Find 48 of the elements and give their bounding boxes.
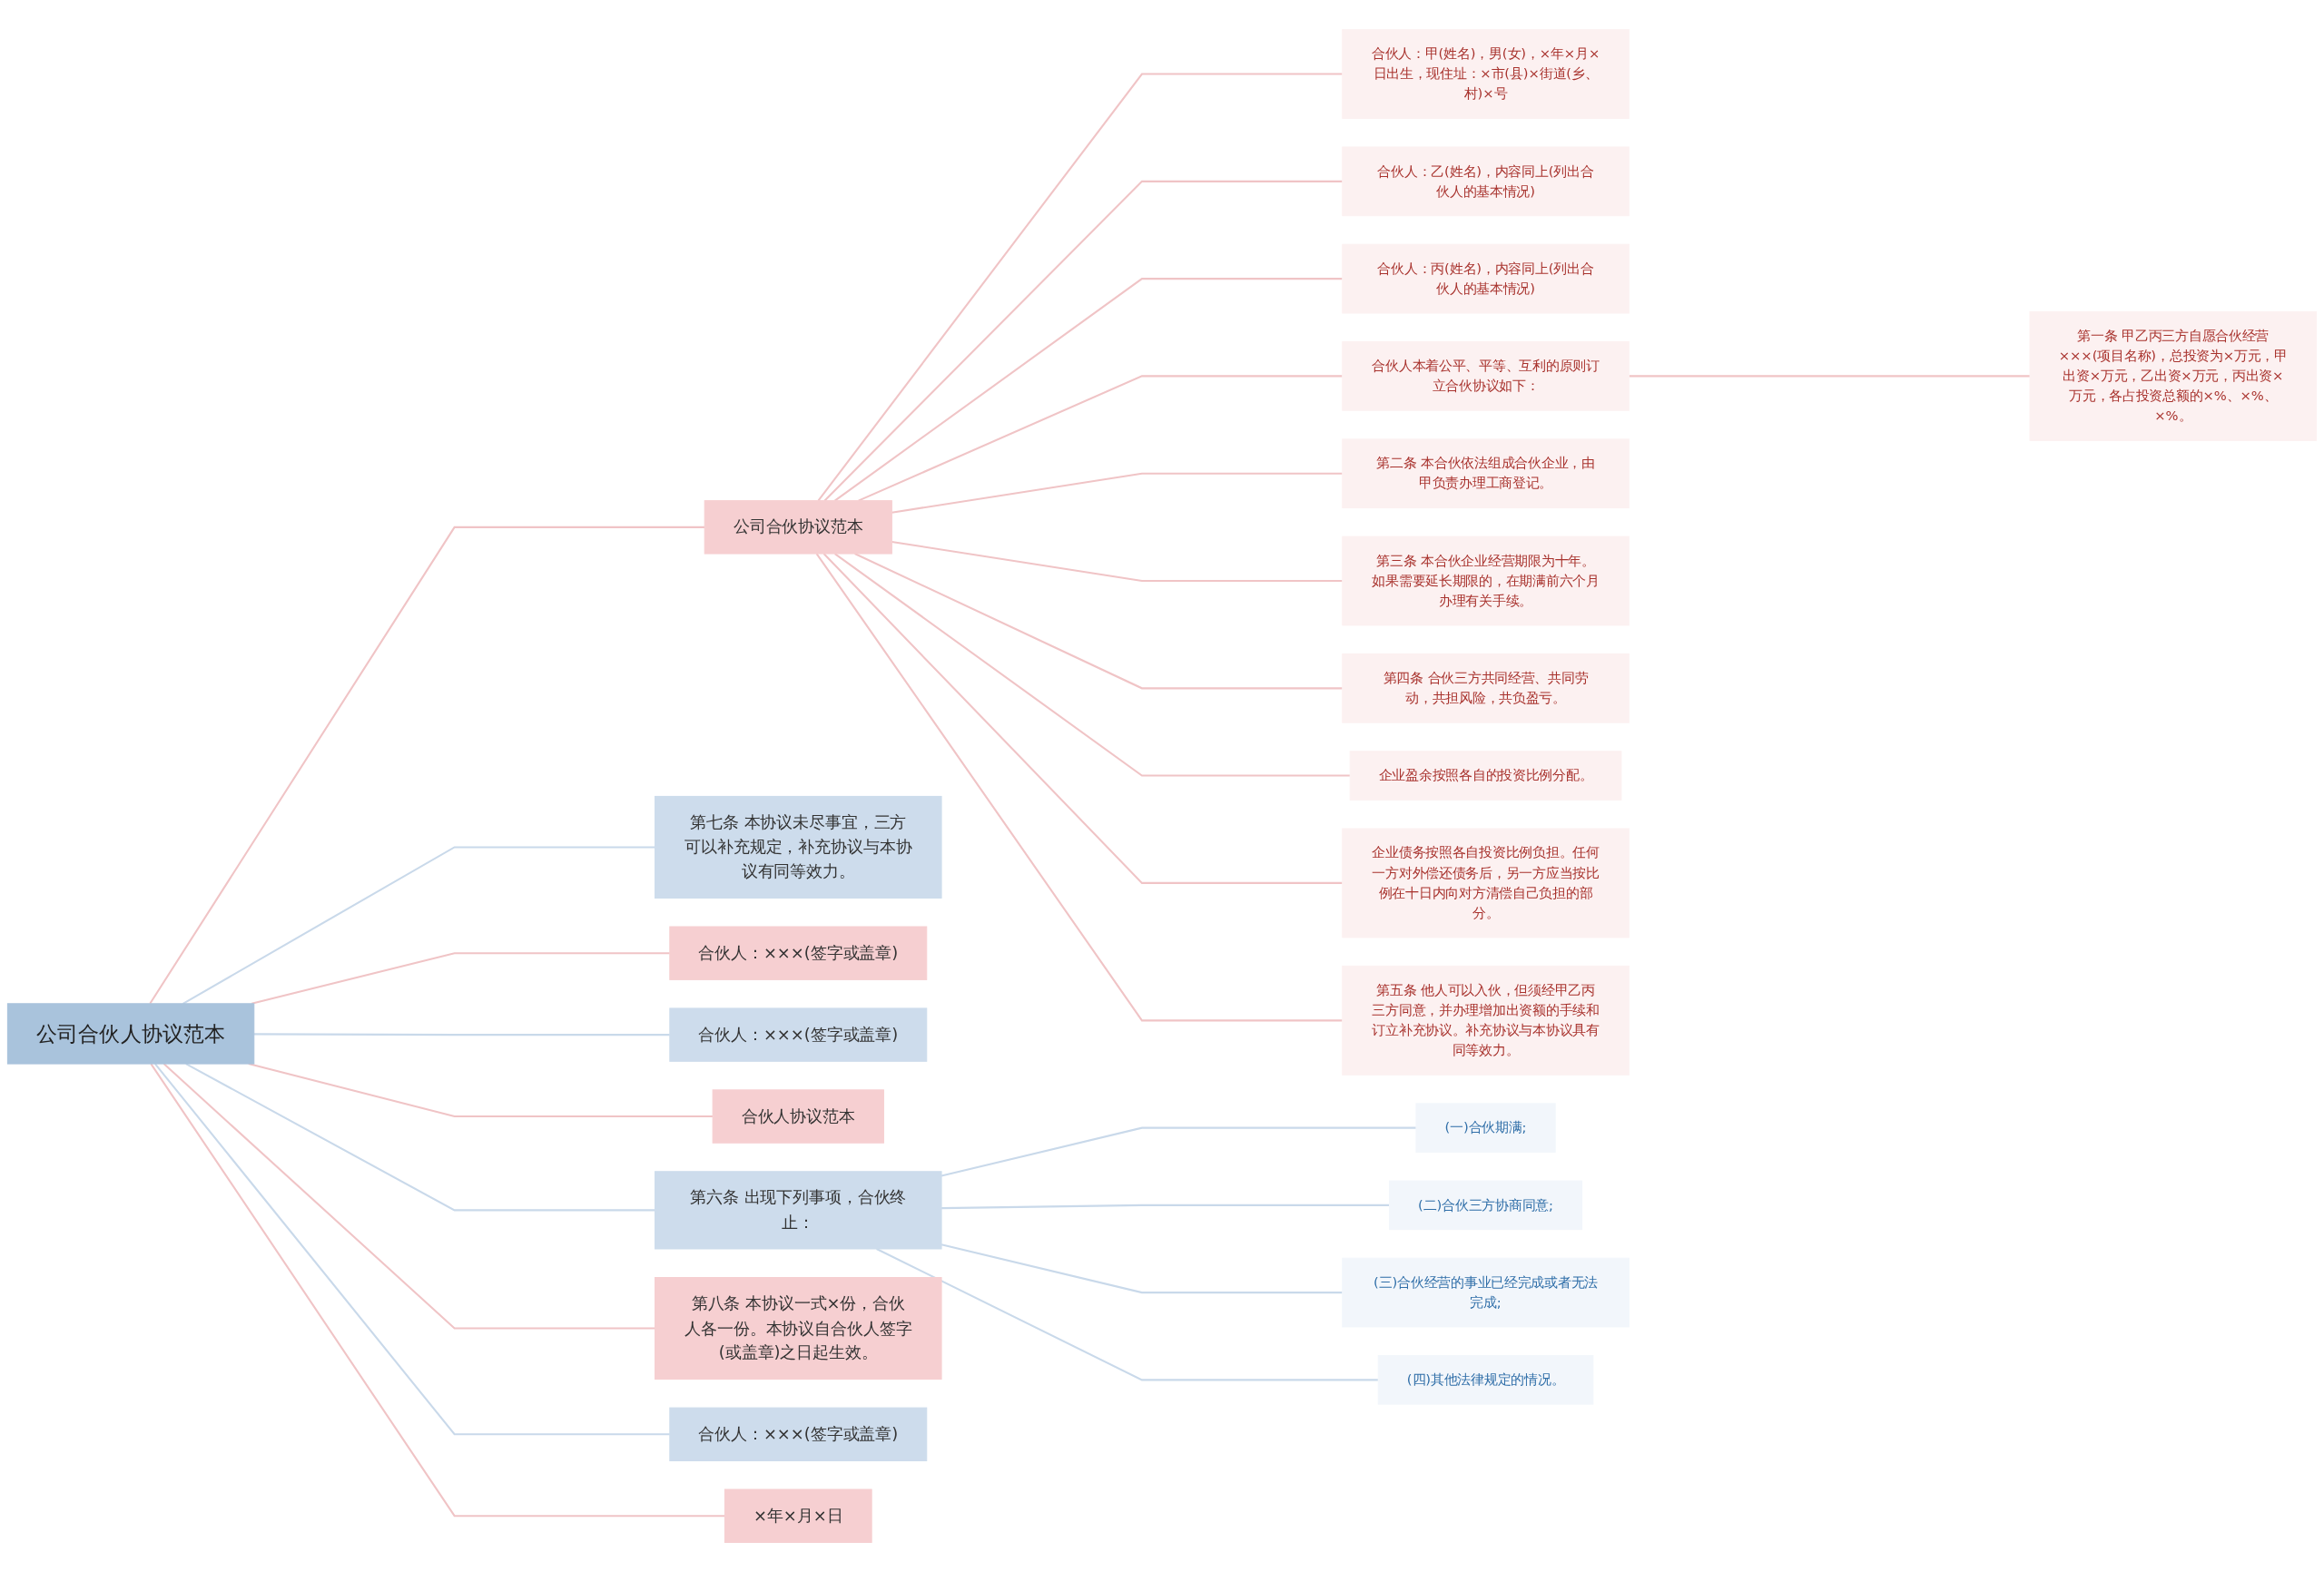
- node-box: 第六条 出现下列事项，合伙终止：: [655, 1171, 942, 1250]
- node-box: 合伙人：乙(姓名)，内容同上(列出合伙人的基本情况): [1342, 146, 1630, 217]
- node-box: 企业盈余按照各自的投资比例分配。: [1349, 751, 1622, 801]
- connector: [823, 180, 1343, 502]
- node-box: 第四条 合伙三方共同经营、共同劳动，共担风险，共负盈亏。: [1342, 653, 1630, 723]
- connector: [251, 952, 670, 1005]
- node-box: 合伙人：丙(姓名)，内容同上(列出合伙人的基本情况): [1342, 243, 1630, 314]
- connector: [858, 375, 1343, 502]
- connector: [876, 1248, 1379, 1381]
- node-box: (四)其他法律规定的情况。: [1377, 1355, 1594, 1405]
- connector: [182, 846, 655, 1005]
- connector: [834, 278, 1343, 502]
- connector: [834, 553, 1351, 777]
- node-box: 第二条 本合伙依法组成合伙企业，由甲负责办理工商登记。: [1342, 438, 1630, 509]
- node-box: ×年×月×日: [724, 1488, 872, 1543]
- connector: [891, 472, 1343, 514]
- connector: [253, 1033, 670, 1037]
- node-box: 合伙人本着公平、平等、互利的原则订立合伙协议如下：: [1342, 341, 1630, 411]
- connector: [185, 1063, 655, 1212]
- connector: [854, 553, 1343, 690]
- connector: [154, 1063, 670, 1436]
- connector: [815, 553, 1343, 1022]
- node-box: (三)合伙经营的事业已经完成或者无法完成;: [1342, 1257, 1630, 1328]
- connector: [940, 1243, 1343, 1294]
- node-box: 第五条 他人可以入伙，但须经甲乙丙三方同意，并办理增加出资额的手续和订立补充协议。补充协议与本协议具有同等效力。: [1342, 965, 1630, 1076]
- node-box: 公司合伙人协议范本: [6, 1003, 255, 1065]
- connector: [1629, 375, 2031, 378]
- connector: [162, 1063, 655, 1330]
- node-box: 合伙人：×××(签字或盖章): [669, 1407, 928, 1461]
- node-box: 公司合伙协议范本: [704, 500, 892, 555]
- connector: [941, 1204, 1390, 1210]
- connector: [891, 540, 1343, 583]
- node-box: 合伙人：甲(姓名)，男(女)，×年×月×日出生，现住址：×市(县)×街道(乡、村)×号: [1342, 29, 1630, 119]
- node-box: 第八条 本协议一式×份，合伙人各一份。本协议自合伙人签字(或盖章)之日起生效。: [655, 1277, 942, 1380]
- connector: [940, 1126, 1416, 1177]
- node-box: 合伙人：×××(签字或盖章): [669, 926, 928, 980]
- connector: [149, 526, 705, 1005]
- node-box: 第一条 甲乙丙三方自愿合伙经营×××(项目名称)，总投资为×万元，甲出资×万元，乙出资×万元，丙出资×万元，各占投资总额的×%、×%、×%。: [2029, 310, 2318, 441]
- node-box: 合伙人：×××(签字或盖章): [669, 1007, 928, 1062]
- node-box: (二)合伙三方协商同意;: [1389, 1180, 1583, 1231]
- node-box: 第三条 本合伙企业经营期限为十年。如果需要延长期限的，在期满前六个月办理有关手续。: [1342, 535, 1630, 626]
- node-box: 第七条 本协议未尽事宜，三方可以补充规定，补充协议与本协议有同等效力。: [655, 795, 942, 899]
- connector: [822, 553, 1343, 884]
- node-box: (一)合伙期满;: [1415, 1103, 1556, 1153]
- node-box: 合伙人协议范本: [712, 1089, 884, 1144]
- connector: [150, 1063, 725, 1518]
- node-box: 企业债务按照各自投资比例负担。任何一方对外偿还债务后，另一方应当按比例在十日内向对方清偿自己负担的部分。: [1342, 828, 1630, 938]
- connector: [817, 73, 1343, 502]
